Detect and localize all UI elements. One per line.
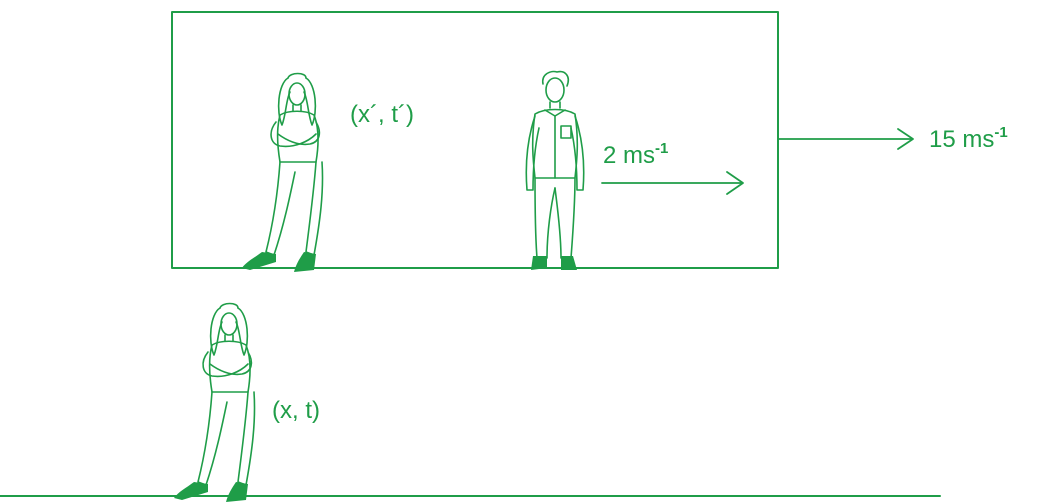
moving-frame-coordinates-label: (x´, t´) xyxy=(350,101,414,128)
man-speed-label: 2 ms-1 xyxy=(603,140,668,169)
ground-frame-coordinates-label: (x, t) xyxy=(272,397,320,424)
frame-speed-value: 15 ms xyxy=(929,126,994,153)
frame-velocity-arrow xyxy=(777,128,914,150)
standing-man-icon xyxy=(525,70,585,270)
standing-woman-icon xyxy=(242,72,324,272)
frame-speed-exponent: -1 xyxy=(994,124,1007,141)
moving-frame-box xyxy=(171,11,779,269)
man-speed-value: 2 ms xyxy=(603,142,655,169)
standing-woman-icon xyxy=(174,302,256,502)
man-velocity-arrow xyxy=(601,171,744,195)
man-speed-exponent: -1 xyxy=(655,140,668,157)
frame-speed-label: 15 ms-1 xyxy=(929,124,1008,153)
